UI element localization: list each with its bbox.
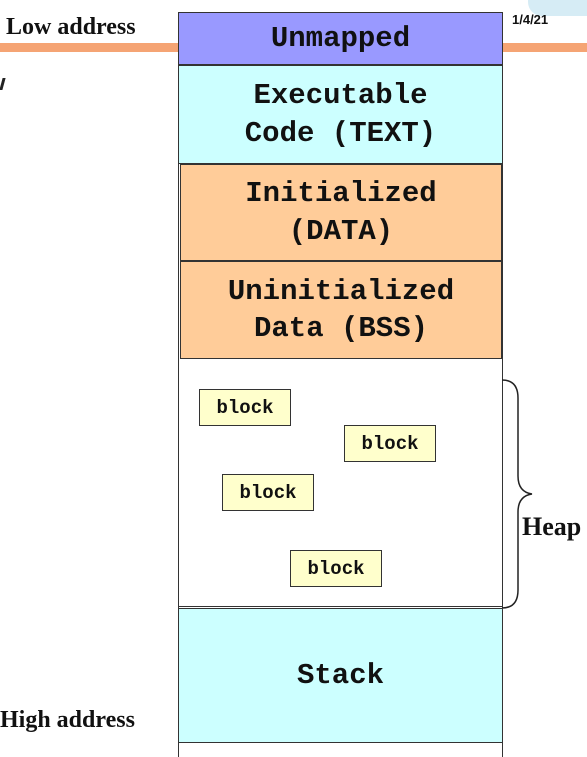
- heap-block: block: [199, 389, 291, 426]
- bss-segment-line1: Uninitialized: [227, 274, 455, 308]
- stack-label: Stack: [296, 658, 384, 692]
- heap-block: block: [290, 550, 382, 587]
- slide-date: 1/4/21: [512, 12, 549, 27]
- data-segment-line2: (DATA): [288, 214, 394, 248]
- text-segment-line2: Code (TEXT): [244, 116, 437, 150]
- stack-segment: Stack: [178, 608, 503, 743]
- heap-brace: [501, 379, 533, 609]
- data-segment-line1: Initialized: [245, 177, 437, 211]
- high-address-label: High address: [0, 707, 135, 733]
- data-segment: Initialized (DATA): [180, 164, 502, 261]
- slide-fragment-mark: [0, 78, 6, 90]
- bss-segment: Uninitialized Data (BSS): [180, 261, 502, 359]
- slide-corner-decoration: [528, 0, 587, 16]
- heap-label: Heap: [522, 512, 582, 541]
- heap-block: block: [222, 474, 314, 511]
- heap-region: [178, 359, 503, 607]
- text-segment-line1: Executable: [253, 79, 428, 113]
- heap-block: block: [344, 425, 436, 462]
- bss-segment-line2: Data (BSS): [253, 312, 429, 345]
- unmapped-segment: Unmapped: [178, 12, 503, 65]
- unmapped-label: Unmapped: [270, 21, 411, 55]
- low-address-label: Low address: [6, 14, 142, 41]
- text-segment: Executable Code (TEXT): [178, 65, 503, 164]
